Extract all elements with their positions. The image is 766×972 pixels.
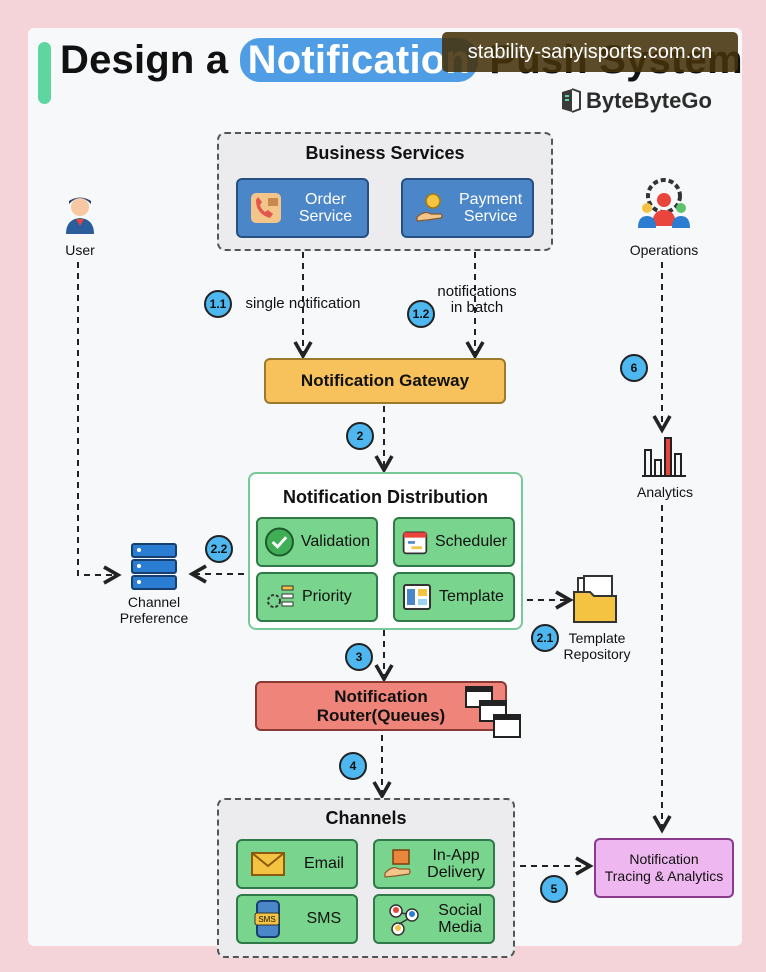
step-4-badge: 4 bbox=[339, 752, 367, 780]
step-1-2-badge: 1.2 bbox=[407, 300, 435, 328]
package-hand-icon bbox=[384, 849, 411, 878]
arrow-user-to-channel-preference bbox=[77, 262, 122, 585]
step-6-badge: 6 bbox=[620, 354, 648, 382]
watermark-banner: stability-sanyisports.com.cn bbox=[442, 32, 738, 72]
analytics-label: Analytics bbox=[636, 484, 694, 500]
queue-windows-icon bbox=[464, 685, 524, 741]
svg-text:SMS: SMS bbox=[258, 915, 275, 924]
step-5-badge: 5 bbox=[540, 875, 568, 903]
title-prefix: Design a bbox=[60, 38, 240, 82]
people-network-icon bbox=[389, 904, 419, 936]
brand-logo: ByteByteGo bbox=[560, 88, 712, 114]
step-1-2-label: notifications in batch bbox=[437, 283, 517, 316]
social-channel-box: Social Media bbox=[373, 894, 495, 944]
step-3-badge: 3 bbox=[345, 643, 373, 671]
user-icon bbox=[60, 192, 100, 236]
scheduler-box: Scheduler bbox=[393, 517, 515, 567]
inapp-label: In-App Delivery bbox=[427, 847, 485, 881]
gear-list-icon bbox=[267, 585, 294, 608]
template-box: Template bbox=[393, 572, 515, 622]
template-doc-icon bbox=[403, 584, 431, 610]
bar-chart-icon bbox=[638, 430, 690, 478]
validation-box: Validation bbox=[256, 517, 378, 567]
phone-package-icon bbox=[248, 190, 284, 226]
payment-service-label: Payment Service bbox=[459, 191, 523, 225]
channels-title: Channels bbox=[325, 808, 407, 828]
phone-sms-icon: SMS bbox=[254, 900, 280, 938]
step-1-1-label: single notification bbox=[245, 295, 361, 312]
title-highlight: Notification bbox=[239, 38, 479, 82]
step-1-1-badge: 1.1 bbox=[204, 290, 232, 318]
step-2-badge: 2 bbox=[346, 422, 374, 450]
team-gear-icon bbox=[634, 174, 694, 234]
calendar-icon bbox=[402, 531, 428, 555]
step-2-1-badge: 2.1 bbox=[531, 624, 559, 652]
brand-name: ByteByteGo bbox=[586, 88, 712, 113]
notification-gateway-box: Notification Gateway bbox=[264, 358, 506, 404]
template-label: Template bbox=[439, 588, 504, 605]
server-stack-icon bbox=[128, 540, 180, 592]
notification-tracing-box: Notification Tracing & Analytics bbox=[594, 838, 734, 898]
scheduler-label: Scheduler bbox=[434, 533, 507, 550]
check-circle-icon bbox=[264, 527, 294, 557]
template-repository-label: Template Repository bbox=[563, 630, 631, 662]
email-channel-box: Email bbox=[236, 839, 358, 889]
folder-doc-icon bbox=[570, 574, 620, 626]
operations-label: Operations bbox=[629, 242, 699, 258]
hand-coin-icon bbox=[413, 190, 449, 226]
channel-preference-label: Channel Preference bbox=[119, 594, 189, 626]
social-label: Social Media bbox=[438, 902, 482, 936]
order-service-label: Order Service bbox=[298, 191, 353, 225]
brand-icon bbox=[562, 88, 581, 113]
step-2-2-badge: 2.2 bbox=[205, 535, 233, 563]
priority-box: Priority bbox=[256, 572, 378, 622]
payment-service-box: Payment Service bbox=[401, 178, 534, 238]
sms-channel-box: SMS SMS bbox=[236, 894, 358, 944]
email-label: Email bbox=[303, 855, 344, 872]
user-label: User bbox=[65, 242, 95, 258]
notification-distribution-title: Notification Distribution bbox=[283, 487, 488, 507]
order-service-box: Order Service bbox=[236, 178, 369, 238]
sms-label: SMS bbox=[306, 910, 342, 927]
title-accent-bar bbox=[38, 42, 51, 104]
inapp-channel-box: In-App Delivery bbox=[373, 839, 495, 889]
business-services-title: Business Services bbox=[305, 143, 465, 163]
priority-label: Priority bbox=[302, 588, 352, 605]
validation-label: Validation bbox=[300, 533, 370, 550]
envelope-icon bbox=[250, 852, 285, 876]
